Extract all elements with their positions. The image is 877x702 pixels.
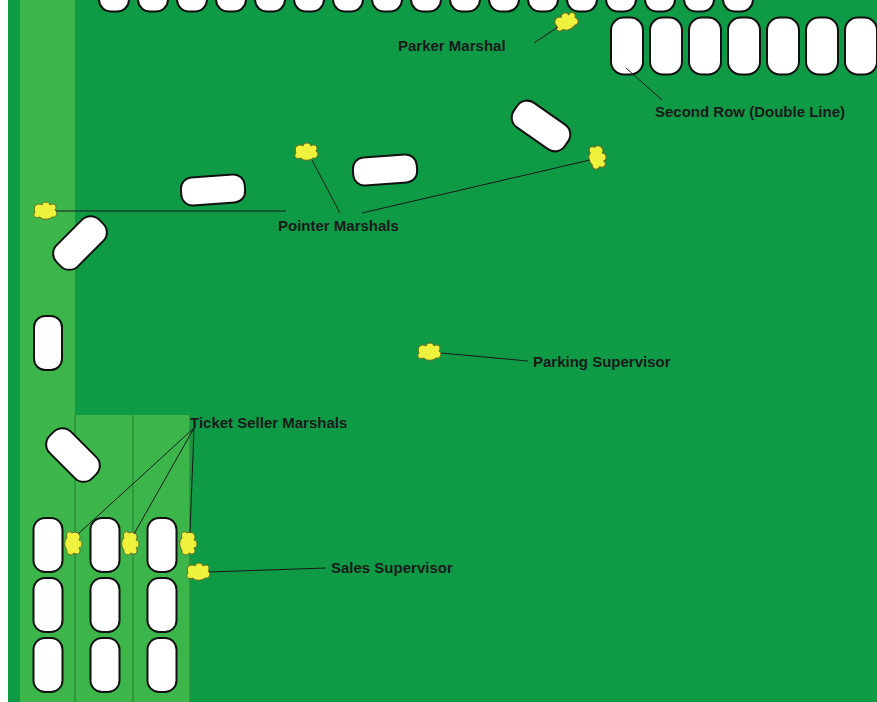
car [567, 0, 597, 12]
car [91, 638, 120, 692]
car [91, 518, 120, 572]
leader-lines [56, 27, 662, 572]
leader-line [362, 160, 590, 213]
car [255, 0, 285, 12]
car [489, 0, 519, 12]
leader-line [626, 68, 662, 100]
car [806, 18, 838, 75]
car [507, 96, 575, 156]
leader-line [78, 428, 194, 534]
sales-supervisor [187, 563, 210, 580]
car [845, 18, 877, 75]
marshals [34, 9, 608, 580]
callout-label: Ticket Seller Marshals [190, 414, 347, 432]
pointer-marshal [587, 144, 608, 170]
lane-divider [189, 415, 191, 702]
car [177, 0, 207, 12]
callout-label: Parking Supervisor [533, 353, 671, 371]
entry-lane [20, 0, 75, 702]
ticket-seller-marshal [122, 532, 139, 555]
grass [8, 0, 877, 702]
car [148, 638, 177, 692]
leader-line [534, 27, 558, 43]
car [34, 316, 62, 370]
car [650, 18, 682, 75]
car [606, 0, 636, 12]
car [34, 518, 63, 572]
ticket-seller-marshal [65, 532, 82, 555]
leader-line [134, 428, 194, 534]
leader-line [209, 568, 326, 572]
car [611, 18, 643, 75]
callout-label: Sales Supervisor [331, 559, 453, 577]
ticket-seller-marshal [180, 532, 197, 555]
car [684, 0, 714, 12]
leader-line [312, 160, 340, 213]
car [723, 0, 753, 12]
leader-line [441, 353, 528, 361]
car [333, 0, 363, 12]
car [411, 0, 441, 12]
parker-marshal [552, 9, 580, 33]
car [352, 154, 418, 186]
car [99, 0, 129, 12]
car [34, 638, 63, 692]
car [450, 0, 480, 12]
car [41, 423, 105, 487]
car [148, 518, 177, 572]
car [689, 18, 721, 75]
pointer-marshal [295, 143, 318, 160]
cars [34, 0, 877, 692]
car [728, 18, 760, 75]
callout-label: Parker Marshal [398, 37, 506, 55]
leader-line [56, 211, 286, 212]
lane-divider [132, 415, 134, 702]
car [528, 0, 558, 12]
parking-supervisor [418, 343, 441, 360]
car [148, 578, 177, 632]
car [48, 211, 112, 275]
car [372, 0, 402, 12]
callout-label: Pointer Marshals [278, 217, 399, 235]
pointer-marshal [34, 202, 57, 219]
car [138, 0, 168, 12]
car [645, 0, 675, 12]
car [216, 0, 246, 12]
leader-line [190, 428, 194, 533]
car [294, 0, 324, 12]
car [91, 578, 120, 632]
car [180, 174, 246, 206]
car [767, 18, 799, 75]
callout-label: Second Row (Double Line) [655, 103, 845, 121]
car [34, 578, 63, 632]
